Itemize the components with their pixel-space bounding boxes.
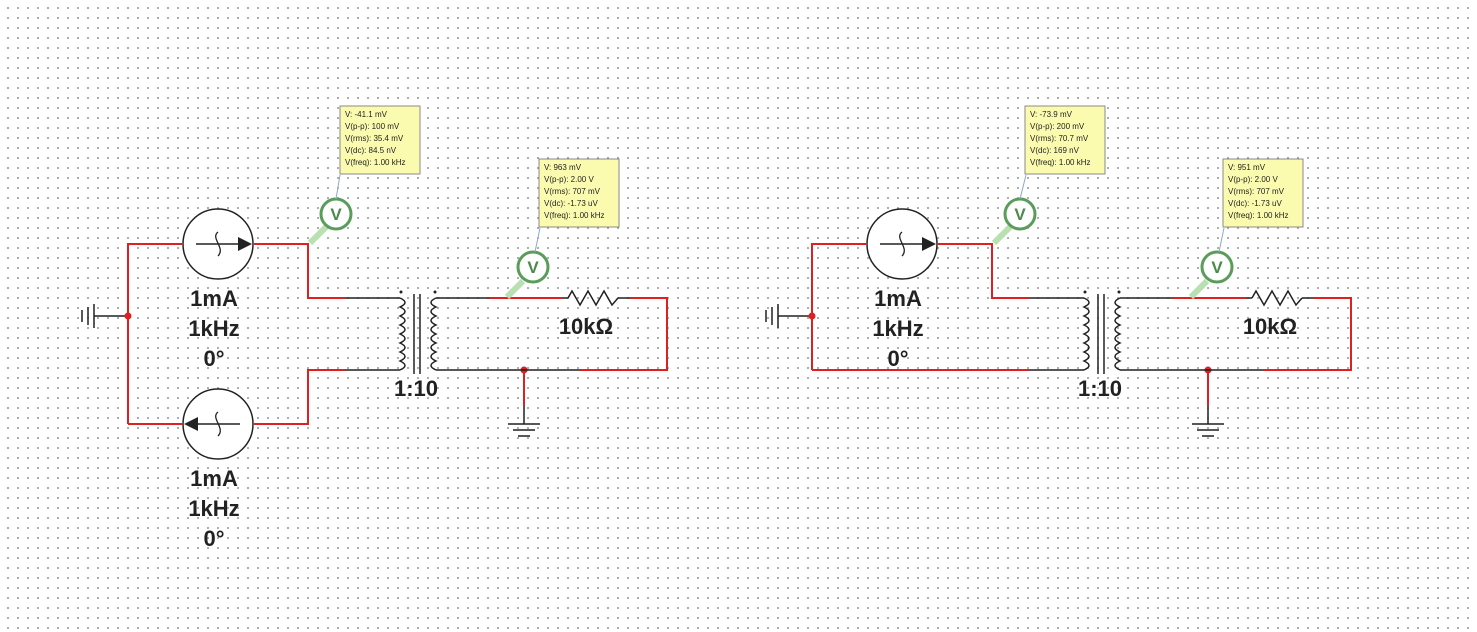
svg-text:V(dc): 84.5 nV: V(dc): 84.5 nV: [345, 146, 397, 155]
probe-primary-tooltip: V: -41.1 mV V(p-p): 100 mV V(rms): 35.4 …: [339, 105, 421, 175]
wire-net[interactable]: [811, 243, 1352, 406]
svg-text:V(rms): 70.7 mV: V(rms): 70.7 mV: [1030, 134, 1089, 143]
voltage-probe-secondary[interactable]: V: [1188, 250, 1234, 300]
junction-dot: [124, 312, 132, 320]
source-top-current: 1mA: [874, 286, 922, 311]
junction-dot: [808, 312, 816, 320]
svg-text:V(dc): 169 nV: V(dc): 169 nV: [1030, 146, 1080, 155]
transformer-ratio: 1:10: [1078, 376, 1122, 401]
transformer[interactable]: [398, 290, 438, 375]
svg-text:V(freq): 1.00 kHz: V(freq): 1.00 kHz: [1030, 158, 1090, 167]
source-top-current: 1mA: [190, 286, 238, 311]
source-top-frequency: 1kHz: [188, 316, 239, 341]
ac-current-source-bottom[interactable]: [182, 388, 254, 460]
probe-primary-tooltip: V: -73.9 mV V(p-p): 200 mV V(rms): 70.7 …: [1024, 105, 1106, 175]
wire-net[interactable]: [127, 243, 668, 425]
source-top-phase: 0°: [203, 346, 224, 371]
voltage-probe-primary[interactable]: V: [307, 197, 353, 246]
right-circuit: 1mA 1kHz 0° 1:10 10kΩ: [765, 105, 1352, 437]
arrow-right-icon: [922, 237, 936, 251]
transformer-ratio: 1:10: [394, 376, 438, 401]
svg-text:V: 963 mV: V: 963 mV: [544, 163, 582, 172]
resistor[interactable]: [1246, 289, 1314, 307]
chassis-ground-icon[interactable]: [81, 304, 128, 328]
probe-secondary-tooltip: V: 951 mV V(p-p): 2.00 V V(rms): 707 mV …: [1222, 158, 1304, 228]
svg-text:V: 951 mV: V: 951 mV: [1228, 163, 1266, 172]
svg-text:V(dc): -1.73 uV: V(dc): -1.73 uV: [1228, 199, 1282, 208]
svg-text:V(rms): 707 mV: V(rms): 707 mV: [1228, 187, 1285, 196]
ground-icon[interactable]: [508, 406, 540, 437]
resistor-value: 10kΩ: [559, 314, 613, 339]
arrow-left-icon: [184, 417, 198, 431]
svg-text:V: -41.1 mV: V: -41.1 mV: [345, 110, 388, 119]
source-top-frequency: 1kHz: [872, 316, 923, 341]
svg-text:V(p-p): 2.00 V: V(p-p): 2.00 V: [544, 175, 594, 184]
sine-icon: [899, 231, 905, 257]
svg-text:V(freq): 1.00 kHz: V(freq): 1.00 kHz: [1228, 211, 1288, 220]
svg-text:V(p-p): 100 mV: V(p-p): 100 mV: [345, 122, 400, 131]
svg-text:V: V: [330, 205, 342, 224]
source-bottom-current: 1mA: [190, 466, 238, 491]
voltage-probe-secondary[interactable]: V: [504, 250, 550, 300]
sine-icon: [215, 231, 221, 257]
svg-text:V(freq): 1.00 kHz: V(freq): 1.00 kHz: [345, 158, 405, 167]
svg-text:V: V: [527, 258, 539, 277]
svg-text:V(rms): 35.4 mV: V(rms): 35.4 mV: [345, 134, 404, 143]
source-top-phase: 0°: [887, 346, 908, 371]
svg-text:V: V: [1211, 258, 1223, 277]
chassis-ground-icon[interactable]: [765, 304, 812, 328]
sine-icon: [215, 411, 221, 437]
svg-text:V: -73.9 mV: V: -73.9 mV: [1030, 110, 1073, 119]
voltage-probe-primary[interactable]: V: [991, 197, 1037, 246]
svg-text:V: V: [1014, 205, 1026, 224]
resistor[interactable]: [562, 289, 630, 307]
probe-secondary-tooltip: V: 963 mV V(p-p): 2.00 V V(rms): 707 mV …: [538, 158, 620, 228]
resistor-value: 10kΩ: [1243, 314, 1297, 339]
ac-current-source-top[interactable]: [866, 208, 938, 280]
svg-text:V(p-p): 2.00 V: V(p-p): 2.00 V: [1228, 175, 1278, 184]
transformer[interactable]: [1082, 290, 1122, 375]
source-bottom-frequency: 1kHz: [188, 496, 239, 521]
ac-current-source-top[interactable]: [182, 208, 254, 280]
ground-icon[interactable]: [1192, 406, 1224, 437]
svg-text:V(p-p): 200 mV: V(p-p): 200 mV: [1030, 122, 1085, 131]
left-circuit: 1mA 1kHz 0° 1mA 1kHz 0° 1:10 10kΩ: [81, 105, 668, 551]
svg-text:V(freq): 1.00 kHz: V(freq): 1.00 kHz: [544, 211, 604, 220]
svg-text:V(dc): -1.73 uV: V(dc): -1.73 uV: [544, 199, 598, 208]
source-bottom-phase: 0°: [203, 526, 224, 551]
svg-text:V(rms): 707 mV: V(rms): 707 mV: [544, 187, 601, 196]
arrow-right-icon: [238, 237, 252, 251]
